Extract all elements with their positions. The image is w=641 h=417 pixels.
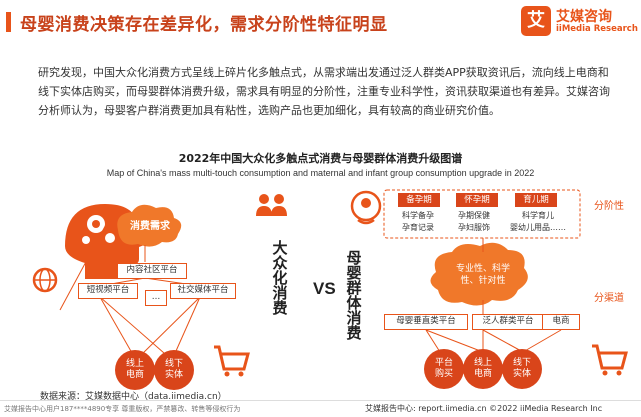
outlet-online-label: 线上 电商 [473, 358, 492, 379]
social-media-box: 社交媒体平台 [170, 283, 236, 299]
vs-label: VS [313, 279, 336, 298]
footer-report-link[interactable]: 艾媒报告中心: report.iimedia.cn ©2022 iiMedia … [365, 404, 603, 413]
stage-pregnancy: 怀孕期 [456, 193, 498, 207]
right-connectors [425, 238, 562, 353]
channel-side-label: 分渠道 [594, 293, 624, 304]
outlet-offline-store: 线下 实体 [502, 349, 542, 389]
online-ecommerce-label: 线上 电商 [125, 359, 144, 380]
demand-cloud [117, 204, 182, 247]
consumer-demand-label: 消费需求 [130, 221, 170, 232]
body-paragraph: 研究发现，中国大众化消费方式呈线上碎片化多触点式，从需求端出发通过泛人群类APP… [38, 66, 610, 117]
mother-icon [350, 190, 382, 225]
page-title: 母婴消费决策存在差异化，需求分阶性特征明显 [20, 15, 388, 35]
channel-ecommerce: 电商 [542, 314, 580, 330]
title-accent-bar [6, 12, 11, 32]
logo-cn-text: 艾媒咨询 [556, 9, 612, 25]
chart-title: 2022年中国大众化多触点式消费与母婴群体消费升级图谱 [178, 152, 463, 165]
globe-icon [32, 267, 58, 293]
channel-maternal-vertical: 母婴垂直类平台 [384, 314, 468, 330]
short-video-box: 短视频平台 [78, 283, 138, 299]
channel-general-platform: 泛人群类平台 [472, 314, 544, 330]
shopping-cart-icon-right [592, 344, 628, 376]
online-ecommerce-circle: 线上 电商 [115, 350, 155, 390]
mass-consumption-vertical-label: 大众化消费 [270, 240, 289, 315]
professional-cloud [430, 242, 528, 306]
stage-dashed-frame [383, 189, 581, 239]
stage-parenting-desc: 科学育儿 婴幼儿用品…… [510, 211, 566, 232]
stage-preparation: 备孕期 [398, 193, 440, 207]
stage-preparation-desc: 科学备孕 孕育记录 [402, 211, 434, 232]
stage-side-label: 分阶性 [594, 201, 624, 212]
outlet-offline-label: 线下 实体 [512, 358, 531, 379]
imedia-logo: 艾 艾媒咨询 iiMedia Research [521, 6, 638, 40]
logo-mark-icon: 艾 [521, 6, 551, 36]
content-platform-box: 内容社区平台 [117, 263, 187, 279]
offline-store-circle: 线下 实体 [154, 350, 194, 390]
footer-copyright-notice: 艾媒报告中心用户187****4890专享 尊重版权，严禁篡改、转售等侵权行为 [4, 405, 241, 413]
ellipsis-box: … [145, 290, 167, 306]
title-bar: 母婴消费决策存在差异化，需求分阶性特征明显 艾 艾媒咨询 iiMedia Res… [0, 0, 641, 44]
chart-subtitle: Map of China's mass multi-touch consumpt… [106, 168, 535, 178]
people-icon [256, 194, 287, 216]
logo-en-text: iiMedia Research [556, 24, 638, 34]
stage-parenting: 育儿期 [515, 193, 557, 207]
cloud-text: 专业性、科学 性、针对性 [455, 264, 510, 286]
stage-pregnancy-desc: 孕期保健 孕妇服饰 [458, 211, 490, 232]
maternal-consumption-vertical-label: 母婴群体消费 [344, 250, 363, 340]
offline-store-label: 线下 实体 [164, 359, 183, 380]
outlet-platform-purchase: 平台 购买 [424, 349, 464, 389]
outlet-online-ecommerce: 线上 电商 [463, 349, 503, 389]
shopping-cart-icon-left [214, 345, 250, 377]
data-source: 数据来源：艾媒数据中心（data.iimedia.cn） [40, 392, 227, 402]
footer-divider [0, 400, 641, 401]
outlet-platform-label: 平台 购买 [434, 358, 453, 379]
